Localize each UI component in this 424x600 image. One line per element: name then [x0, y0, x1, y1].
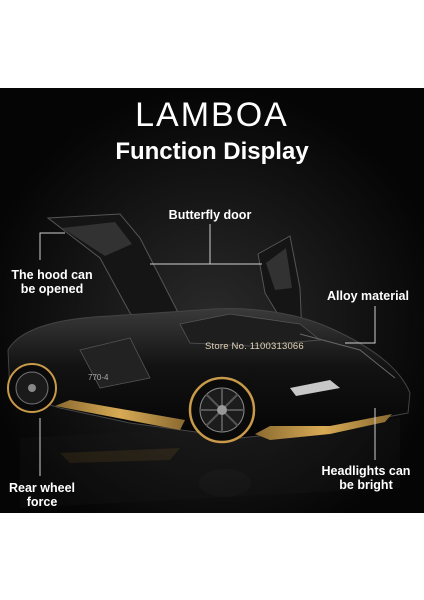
windshield [179, 313, 322, 347]
function-display-heading: Function Display [115, 138, 309, 165]
callout-rear-wheel: Rear wheel force [0, 481, 84, 509]
store-watermark: Store No. 1100313066 [205, 341, 304, 352]
callout-text-line2: be opened [20, 282, 84, 296]
gold-front-splitter [255, 414, 392, 440]
side-intake [79, 337, 151, 389]
rear-wheel [7, 363, 57, 413]
car-reflection [20, 418, 400, 508]
headlight [290, 380, 340, 396]
callout-text: Alloy material [327, 289, 409, 303]
right-door-window [266, 248, 292, 290]
callout-text-line2: force [26, 495, 58, 509]
brand-title: LAMBOA [135, 96, 289, 134]
callout-lines [39, 224, 376, 476]
callout-headlights: Headlights can be bright [310, 464, 422, 492]
background-glow [0, 88, 424, 513]
left-door-window [62, 222, 132, 256]
callout-alloy-material: Alloy material [318, 289, 418, 303]
front-wheel [188, 376, 256, 444]
callout-text-line1: The hood can [11, 268, 93, 282]
callout-text: Butterfly door [168, 208, 252, 222]
callout-butterfly-door: Butterfly door [150, 208, 270, 222]
callout-text-line1: Rear wheel [8, 481, 75, 495]
hood-crease [299, 333, 396, 379]
callout-text-line2: be bright [339, 478, 393, 492]
car-illustration: 770-4 [0, 88, 424, 513]
gold-side-skirt [55, 400, 185, 430]
side-badge: 770-4 [88, 373, 109, 382]
product-image-frame: 770-4 LAMBOA Function Display [0, 88, 424, 513]
callout-hood: The hood can be opened [2, 268, 102, 296]
callout-text-line1: Headlights can [321, 464, 411, 478]
